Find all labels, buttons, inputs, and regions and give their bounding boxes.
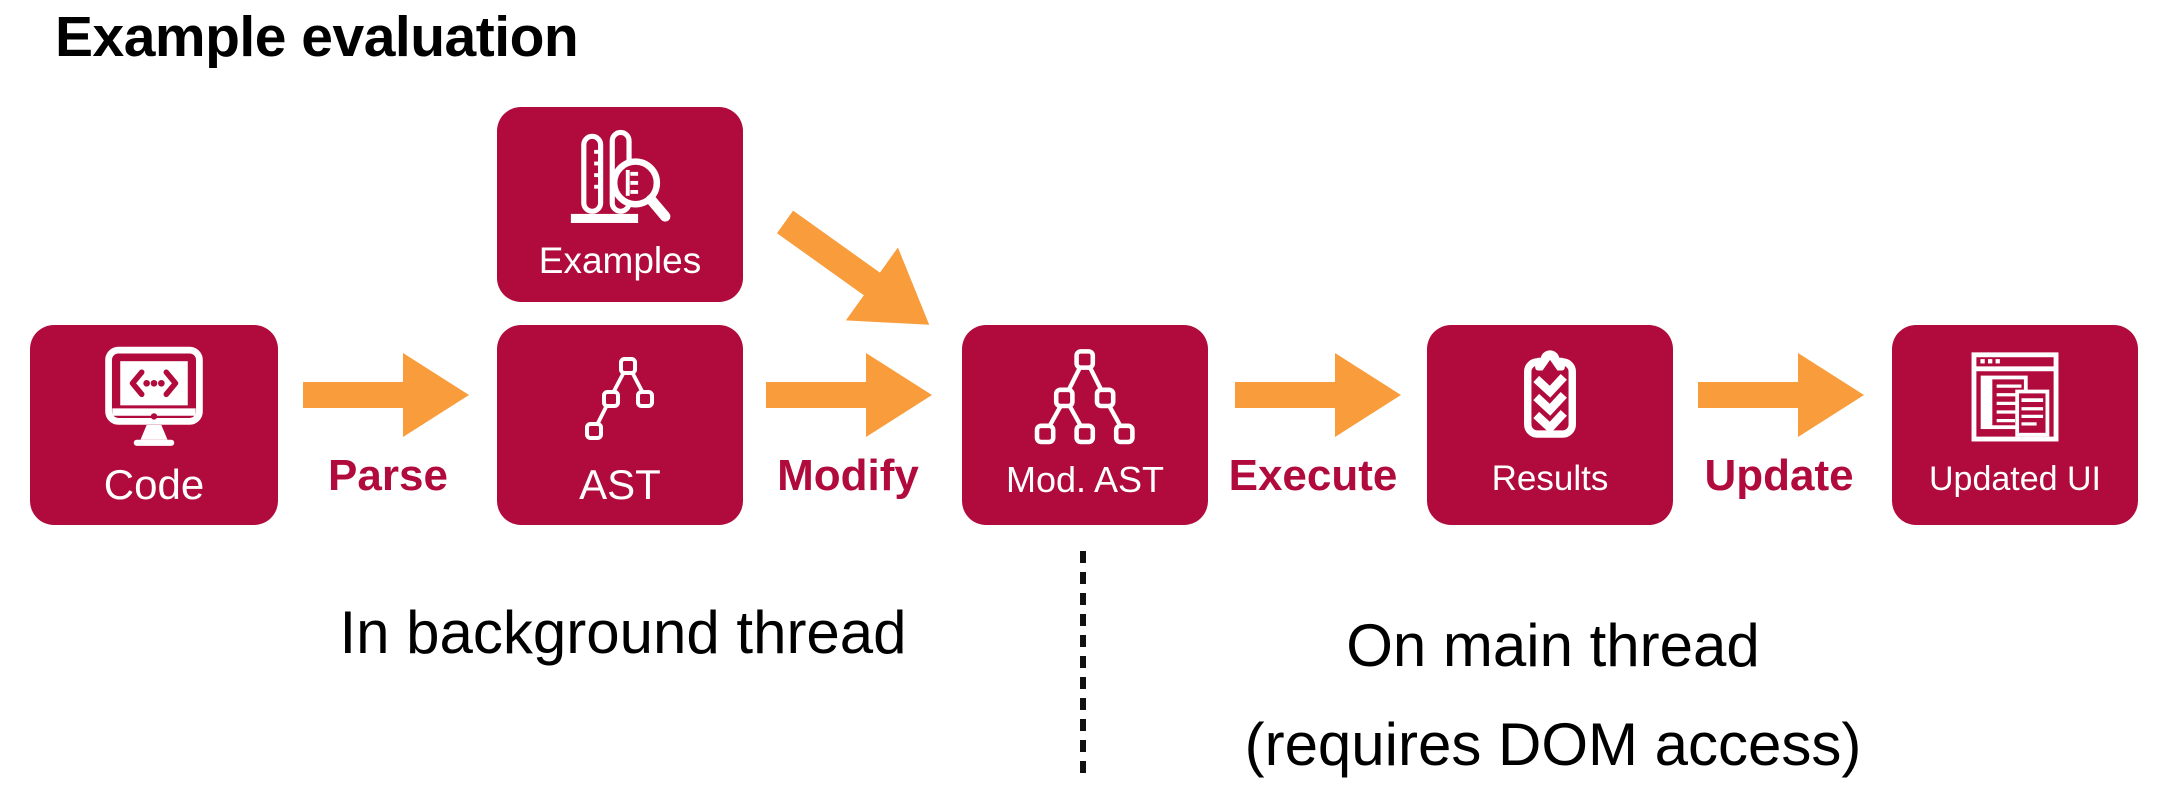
browser-window-icon bbox=[1961, 325, 2069, 460]
node-label: Examples bbox=[538, 240, 702, 281]
examples-to-mod-ast-arrow-icon bbox=[777, 210, 930, 325]
node-code: Code bbox=[30, 325, 278, 525]
edge-label-parse: Parse bbox=[328, 451, 448, 500]
node-mod-ast: Mod. AST bbox=[962, 325, 1208, 525]
edge-label-execute: Execute bbox=[1228, 451, 1398, 500]
main-thread-note-line2: (requires DOM access) bbox=[1244, 711, 1862, 778]
node-results: Results bbox=[1427, 325, 1673, 525]
execute-arrow-icon bbox=[1235, 353, 1401, 437]
node-label: Updated UI bbox=[1929, 460, 2101, 498]
node-examples: Examples bbox=[497, 107, 743, 302]
thread-divider-dashed-line bbox=[1080, 551, 1086, 773]
node-updated-ui: Updated UI bbox=[1892, 325, 2138, 525]
node-label: AST bbox=[579, 461, 661, 508]
node-label: Code bbox=[103, 461, 205, 508]
node-label: Results bbox=[1491, 459, 1609, 498]
parse-arrow-icon bbox=[303, 353, 469, 437]
clipboard-checklist-icon bbox=[1497, 325, 1603, 459]
modified-ast-tree-icon bbox=[1024, 325, 1146, 459]
update-arrow-icon bbox=[1698, 353, 1864, 437]
node-ast: AST bbox=[497, 325, 743, 525]
test-tubes-magnifier-icon bbox=[554, 107, 686, 240]
monitor-code-icon bbox=[92, 325, 216, 461]
node-label: Mod. AST bbox=[1005, 459, 1165, 500]
edge-label-update: Update bbox=[1704, 451, 1854, 500]
background-thread-note: In background thread bbox=[339, 599, 907, 666]
modify-arrow-icon bbox=[766, 353, 932, 437]
ast-tree-icon bbox=[570, 325, 670, 461]
edge-label-modify: Modify bbox=[777, 451, 919, 500]
page-title: Example evaluation bbox=[55, 5, 579, 69]
main-thread-note: On main thread (requires DOM access) bbox=[1245, 596, 1862, 794]
main-thread-note-line1: On main thread bbox=[1346, 612, 1760, 679]
